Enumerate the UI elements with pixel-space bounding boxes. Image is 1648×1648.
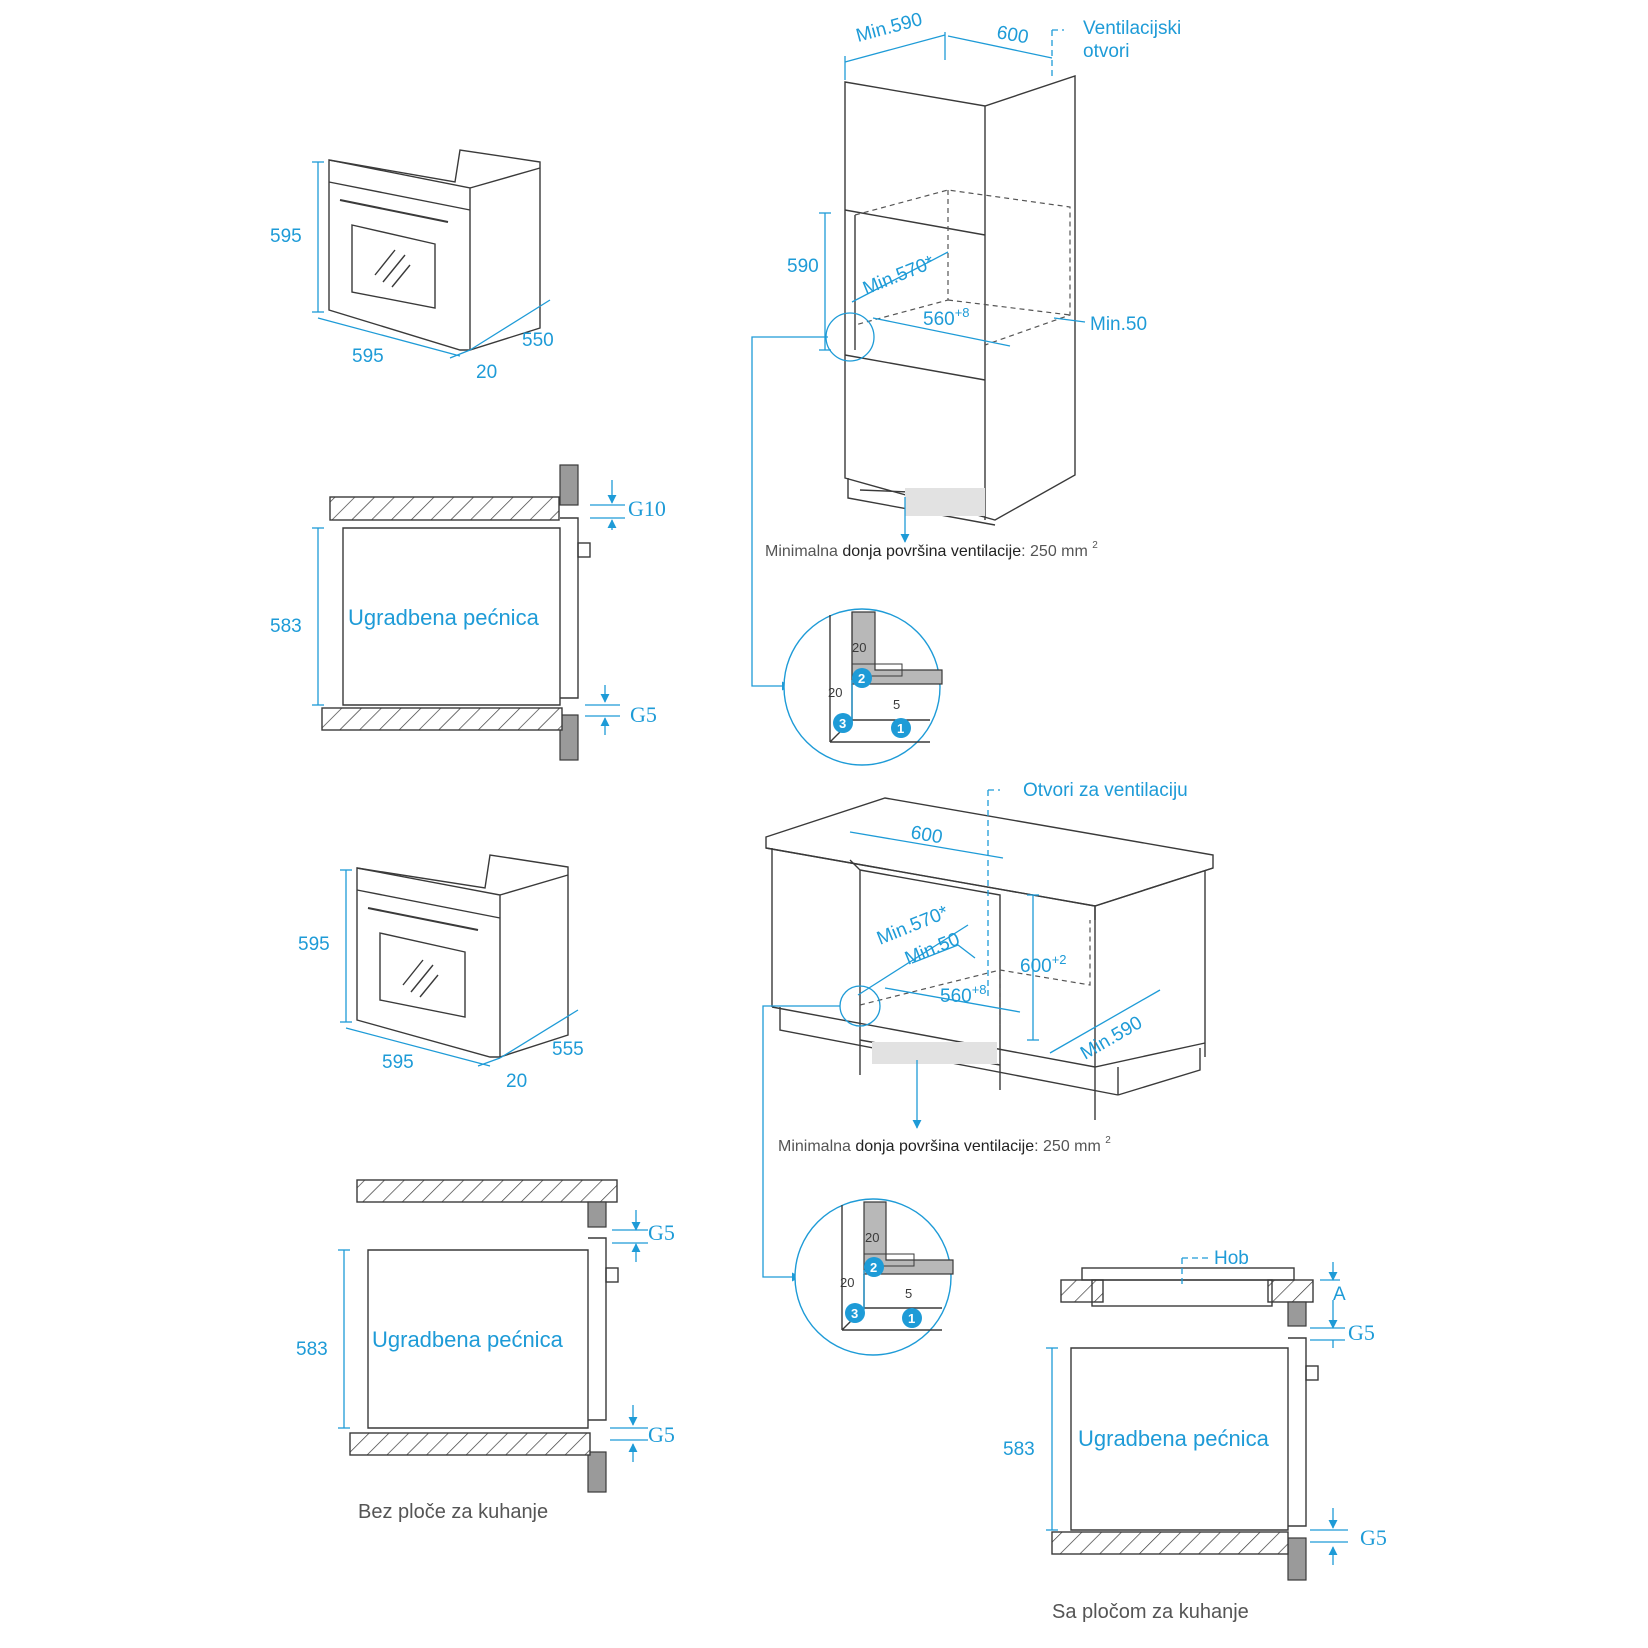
section3-height: 583 [1003,1439,1035,1460]
counter-h600: 600+2 [1020,952,1067,977]
oven1-door: 20 [476,362,497,383]
counter-min590: Min.590 [1077,1012,1146,1064]
tall-w560-value: 560 [923,309,955,330]
section3-a: A [1333,1284,1346,1305]
tall-note: Minimalna donja površina ventilacije: 25… [765,540,1098,560]
d1-badge2: 2 [858,671,865,686]
counter-cabinet [762,789,1214,1282]
section2-label: Ugradbena pećnica [372,1327,564,1352]
d2-badge1: 1 [908,1311,915,1326]
oven2-dimensions: 595 595 555 20 [298,869,584,1092]
oven1-depth: 550 [522,330,554,351]
tall-note-a: Minimalna [765,543,842,560]
counter-note-b: donja površina ventilacije [855,1138,1034,1155]
tall-note-b: donja površina ventilacije [842,543,1021,560]
section3-gap-top: G5 [1348,1320,1375,1345]
d1-20b: 20 [828,685,842,700]
tall-width600: 600 [995,22,1030,48]
tall-cabinet-labels: Min.590 600 Ventilacijski otvori 590 Min… [765,9,1181,560]
d1-5: 5 [893,697,900,712]
counter-note: Minimalna donja površina ventilacije: 25… [778,1135,1111,1155]
section3-gap-bottom: G5 [1360,1525,1387,1550]
oven1-height: 595 [270,226,302,247]
section-2: Ugradbena pećnica 583 G5 G5 Bez ploče za… [296,1179,675,1523]
counter-note-c: : 250 mm [1034,1138,1105,1155]
d2-5: 5 [905,1286,912,1301]
counter-w560-sup: +8 [972,982,987,997]
oven2-height: 595 [298,934,330,955]
section3-caption: Sa pločom za kuhanje [1052,1601,1249,1623]
section2-gap-top: G5 [648,1220,675,1245]
section1-label: Ugradbena pećnica [348,605,540,630]
tall-cabinet [751,29,1086,691]
oven2-door: 20 [506,1071,527,1092]
section1-height: 583 [270,616,302,637]
tall-w560: 560+8 [923,305,970,330]
counter-width600: 600 [909,822,944,848]
section3-hob: Hob [1214,1248,1249,1269]
counter-h600-value: 600 [1020,956,1052,977]
counter-vent: Otvori za ventilaciju [1023,780,1188,801]
oven-drawing-1 [328,149,541,351]
d2-20a: 20 [865,1230,879,1245]
section1-gap-top: G10 [628,496,666,521]
tall-vent-line1: Ventilacijski [1083,18,1181,39]
tall-note-sup: 2 [1092,540,1098,551]
tall-min570: Min.570* [860,252,938,300]
d2-20b: 20 [840,1275,854,1290]
counter-note-sup: 2 [1105,1135,1111,1146]
d2-badge3: 3 [851,1306,858,1321]
d1-20a: 20 [852,640,866,655]
d1-badge3: 3 [839,716,846,731]
oven2-width: 595 [382,1052,414,1073]
counter-note-a: Minimalna [778,1138,855,1155]
detail-2: 20 20 5 1 2 3 [794,1198,954,1356]
section2-height: 583 [296,1339,328,1360]
section2-gap-bottom: G5 [648,1422,675,1447]
section2-caption: Bez ploče za kuhanje [358,1501,548,1523]
oven1-width: 595 [352,346,384,367]
section-3: Ugradbena pećnica Hob 583 A G5 G5 Sa plo… [1003,1248,1387,1623]
tall-min590: Min.590 [854,9,925,47]
d1-badge1: 1 [897,721,904,736]
counter-cabinet-labels: Otvori za ventilaciju 600 Min.570* Min.5… [778,780,1188,1155]
counter-w560-value: 560 [940,986,972,1007]
oven-drawing-2 [356,854,569,1058]
tall-note-c: : 250 mm [1021,543,1092,560]
counter-w560: 560+8 [940,982,987,1007]
counter-h600-sup: +2 [1052,952,1067,967]
oven2-depth: 555 [552,1039,584,1060]
section-1: Ugradbena pećnica 583 G10 G5 [270,464,666,761]
tall-height590: 590 [787,256,819,277]
section1-gap-bottom: G5 [630,702,657,727]
d2-badge2: 2 [870,1260,877,1275]
oven1-dimensions: 595 595 550 20 [270,161,554,383]
detail-1: 20 20 5 1 2 3 [783,608,943,766]
tall-w560-sup: +8 [955,305,970,320]
tall-vent-line2: otvori [1083,41,1129,62]
section3-label: Ugradbena pećnica [1078,1426,1270,1451]
tall-min50: Min.50 [1090,314,1147,335]
